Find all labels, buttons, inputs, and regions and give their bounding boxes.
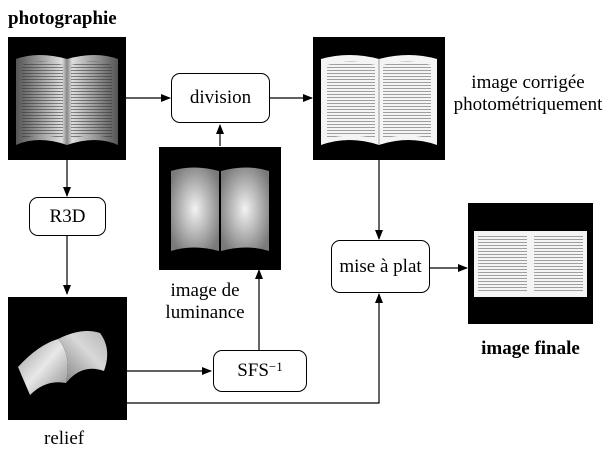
final-image <box>468 203 593 324</box>
luminance-label-line2: luminance <box>165 302 245 323</box>
corrected-label-line1: image corrigée <box>471 72 585 93</box>
open-book-photo-icon <box>16 55 118 145</box>
luminance-label-line1: image de <box>170 280 240 301</box>
sfs-inverse-box: SFS−1 <box>213 350 307 392</box>
corrected-book-image-icon <box>321 55 437 145</box>
flattened-page-icon <box>474 231 587 297</box>
relief-surface-icon <box>18 331 108 395</box>
relief-image <box>8 297 127 420</box>
corrected-image <box>313 37 445 160</box>
arrow-relief-to-flatten <box>127 293 383 404</box>
sfs-label: SFS <box>237 360 269 381</box>
photo-image <box>8 37 126 160</box>
mise-a-plat-box: mise à plat <box>331 240 430 293</box>
division-box: division <box>171 73 270 123</box>
luminance-image <box>159 147 281 270</box>
relief-label: relief <box>44 428 85 449</box>
final-label: image finale <box>481 338 580 359</box>
luminance-label: image de luminance <box>150 280 260 324</box>
photographie-label: photographie <box>8 8 117 29</box>
luminance-map-icon <box>171 167 269 251</box>
r3d-box: R3D <box>29 197 106 236</box>
sfs-exponent: −1 <box>268 359 283 374</box>
corrected-label-line2: photométriquement <box>453 94 603 115</box>
corrected-label: image corrigée photométriquement <box>452 72 604 116</box>
